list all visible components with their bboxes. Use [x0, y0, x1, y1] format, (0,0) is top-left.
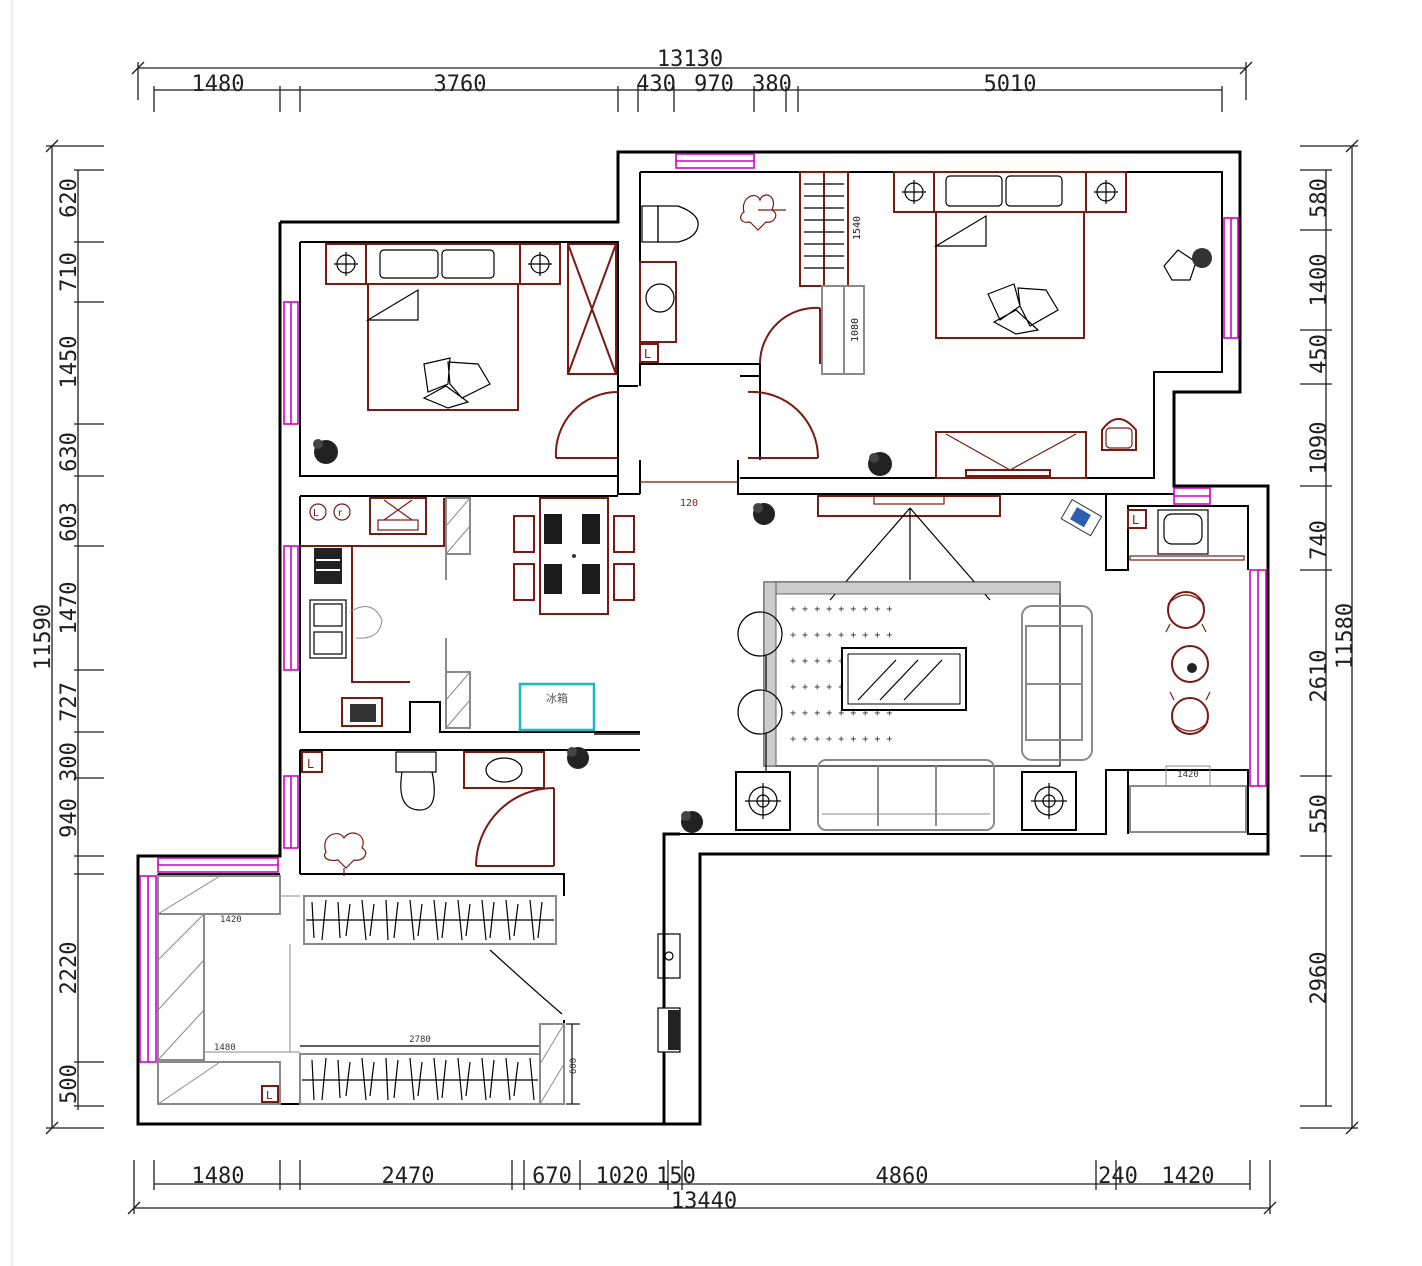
- bottom-dim-2: 2470: [382, 1164, 435, 1189]
- bottom-dim-4: 1020: [596, 1164, 649, 1189]
- top-bathroom: L: [639, 194, 821, 365]
- left-dim-5: 603: [57, 502, 82, 542]
- top-total-dim: 13130: [657, 47, 723, 72]
- wardrobe-top: 1540 1080: [799, 171, 865, 375]
- left-dim-8: 300: [57, 742, 82, 782]
- bottom-dim-5: 150: [656, 1164, 696, 1189]
- svg-text:+ + + + + + + +: + + + + + + + + +: [790, 604, 892, 615]
- plant-icon: [681, 811, 703, 833]
- bottom-dim-6: 4860: [876, 1164, 929, 1189]
- right-total-dim: 11580: [1333, 603, 1358, 669]
- right-dim-5: 740: [1307, 520, 1332, 560]
- svg-text:+ + + + + + + +: + + + + + + + + +: [790, 630, 892, 641]
- plant-icon: [868, 452, 892, 476]
- range-hood-icon: [369, 497, 427, 535]
- windows: [139, 153, 1267, 1063]
- closet-long-dim: 2780: [409, 1035, 431, 1045]
- round-stool-icon: [1165, 591, 1207, 633]
- armchair-icon: [1101, 418, 1137, 451]
- left-dimensions: 11590 620 710 1450 630 603 1470 727 300 …: [31, 139, 104, 1135]
- svg-text:+ + + + + + + +: + + + + + + + + +: [790, 734, 892, 745]
- svg-text:L: L: [644, 347, 651, 361]
- fridge-label: 冰箱: [546, 691, 568, 705]
- closet-mid-dim: 1480: [214, 1043, 236, 1053]
- dining-table: [513, 497, 635, 615]
- left-dim-10: 2220: [57, 942, 82, 995]
- plant-icon: [753, 503, 775, 525]
- lower-bathroom: L: [301, 751, 555, 876]
- bottom-dim-8: 1420: [1162, 1164, 1215, 1189]
- tv-cabinet-dim: 1420: [1177, 770, 1199, 780]
- wardrobe-top-dim: 1540: [852, 216, 863, 240]
- book-icon: [1060, 498, 1103, 537]
- bottom-dim-1: 1480: [192, 1164, 245, 1189]
- top-dim-2: 3760: [434, 72, 487, 97]
- balcony-right: L 1420: [1127, 509, 1247, 833]
- bottom-total-dim: 13440: [671, 1189, 737, 1214]
- plant-icon: [567, 747, 589, 769]
- top-dim-1: 1480: [192, 72, 245, 97]
- svg-text:L: L: [266, 1089, 273, 1102]
- left-bedroom: [313, 243, 619, 464]
- fridge: [518, 682, 596, 732]
- kitchen: L r: [300, 497, 640, 735]
- left-dim-6: 1470: [57, 582, 82, 635]
- bath-plant-icon: [740, 194, 786, 231]
- hangers-top: [311, 899, 543, 941]
- sink-icon: [309, 599, 383, 659]
- right-dim-3: 450: [1307, 334, 1332, 374]
- svg-text:L: L: [313, 508, 319, 519]
- closet-small-dim: 600: [569, 1058, 579, 1074]
- left-dim-11: 500: [57, 1064, 82, 1104]
- bottom-dimensions: 1480 2470 670 1020 150 4860 240 1420 134…: [127, 1160, 1277, 1215]
- right-dim-1: 580: [1307, 178, 1332, 218]
- bottom-dim-3: 670: [532, 1164, 572, 1189]
- hangers-bottom: [311, 1057, 535, 1101]
- cooktop-icon: [341, 697, 383, 727]
- walls: [136, 150, 1270, 1126]
- right-dim-8: 2960: [1307, 952, 1332, 1005]
- plant-icon: [313, 439, 338, 464]
- svg-text:+ + + + + + + +: + + + + + + + + +: [790, 708, 892, 719]
- top-dim-3: 430: [636, 72, 676, 97]
- wardrobe-bottom-dim: 1080: [850, 318, 861, 342]
- bath-plant-icon: [323, 832, 367, 876]
- right-dim-4: 1090: [1307, 422, 1332, 475]
- round-table-icon: [1171, 645, 1209, 683]
- closet-top-dim: 1420: [220, 915, 242, 925]
- top-dim-6: 5010: [984, 72, 1037, 97]
- right-bedroom: [747, 171, 1212, 479]
- svg-text:L: L: [1132, 513, 1139, 527]
- left-dim-4: 630: [57, 432, 82, 472]
- right-dim-7: 550: [1307, 794, 1332, 834]
- left-dim-2: 710: [57, 252, 82, 292]
- top-dim-4: 970: [694, 72, 734, 97]
- hall-width-dim: 120: [680, 498, 698, 509]
- living-room: + + + + + + + + + + + + + + + + + + + + …: [735, 495, 1103, 831]
- chair-icon: [1163, 248, 1212, 281]
- svg-text:r: r: [338, 508, 343, 519]
- walk-in-closet: 1420 1480 L 2780 600: [157, 875, 580, 1105]
- round-stool-icon: [1169, 691, 1211, 735]
- left-dim-3: 1450: [57, 336, 82, 389]
- right-dim-2: 1400: [1307, 254, 1332, 307]
- bottom-dim-7: 240: [1098, 1164, 1138, 1189]
- right-dimensions: 11580 580 1400 450 1090 740 2610 550 296…: [1300, 139, 1359, 1135]
- top-dim-5: 380: [752, 72, 792, 97]
- right-dim-6: 2610: [1307, 650, 1332, 703]
- left-total-dim: 11590: [31, 604, 56, 670]
- left-dim-7: 727: [57, 682, 82, 722]
- left-dim-1: 620: [57, 178, 82, 218]
- svg-text:L: L: [307, 757, 314, 771]
- left-dim-9: 940: [57, 798, 82, 838]
- top-dimensions: 13130 1480 3760 430 970 380 5010: [131, 47, 1253, 112]
- stove-icon: [314, 548, 342, 584]
- entrance: [657, 933, 681, 1053]
